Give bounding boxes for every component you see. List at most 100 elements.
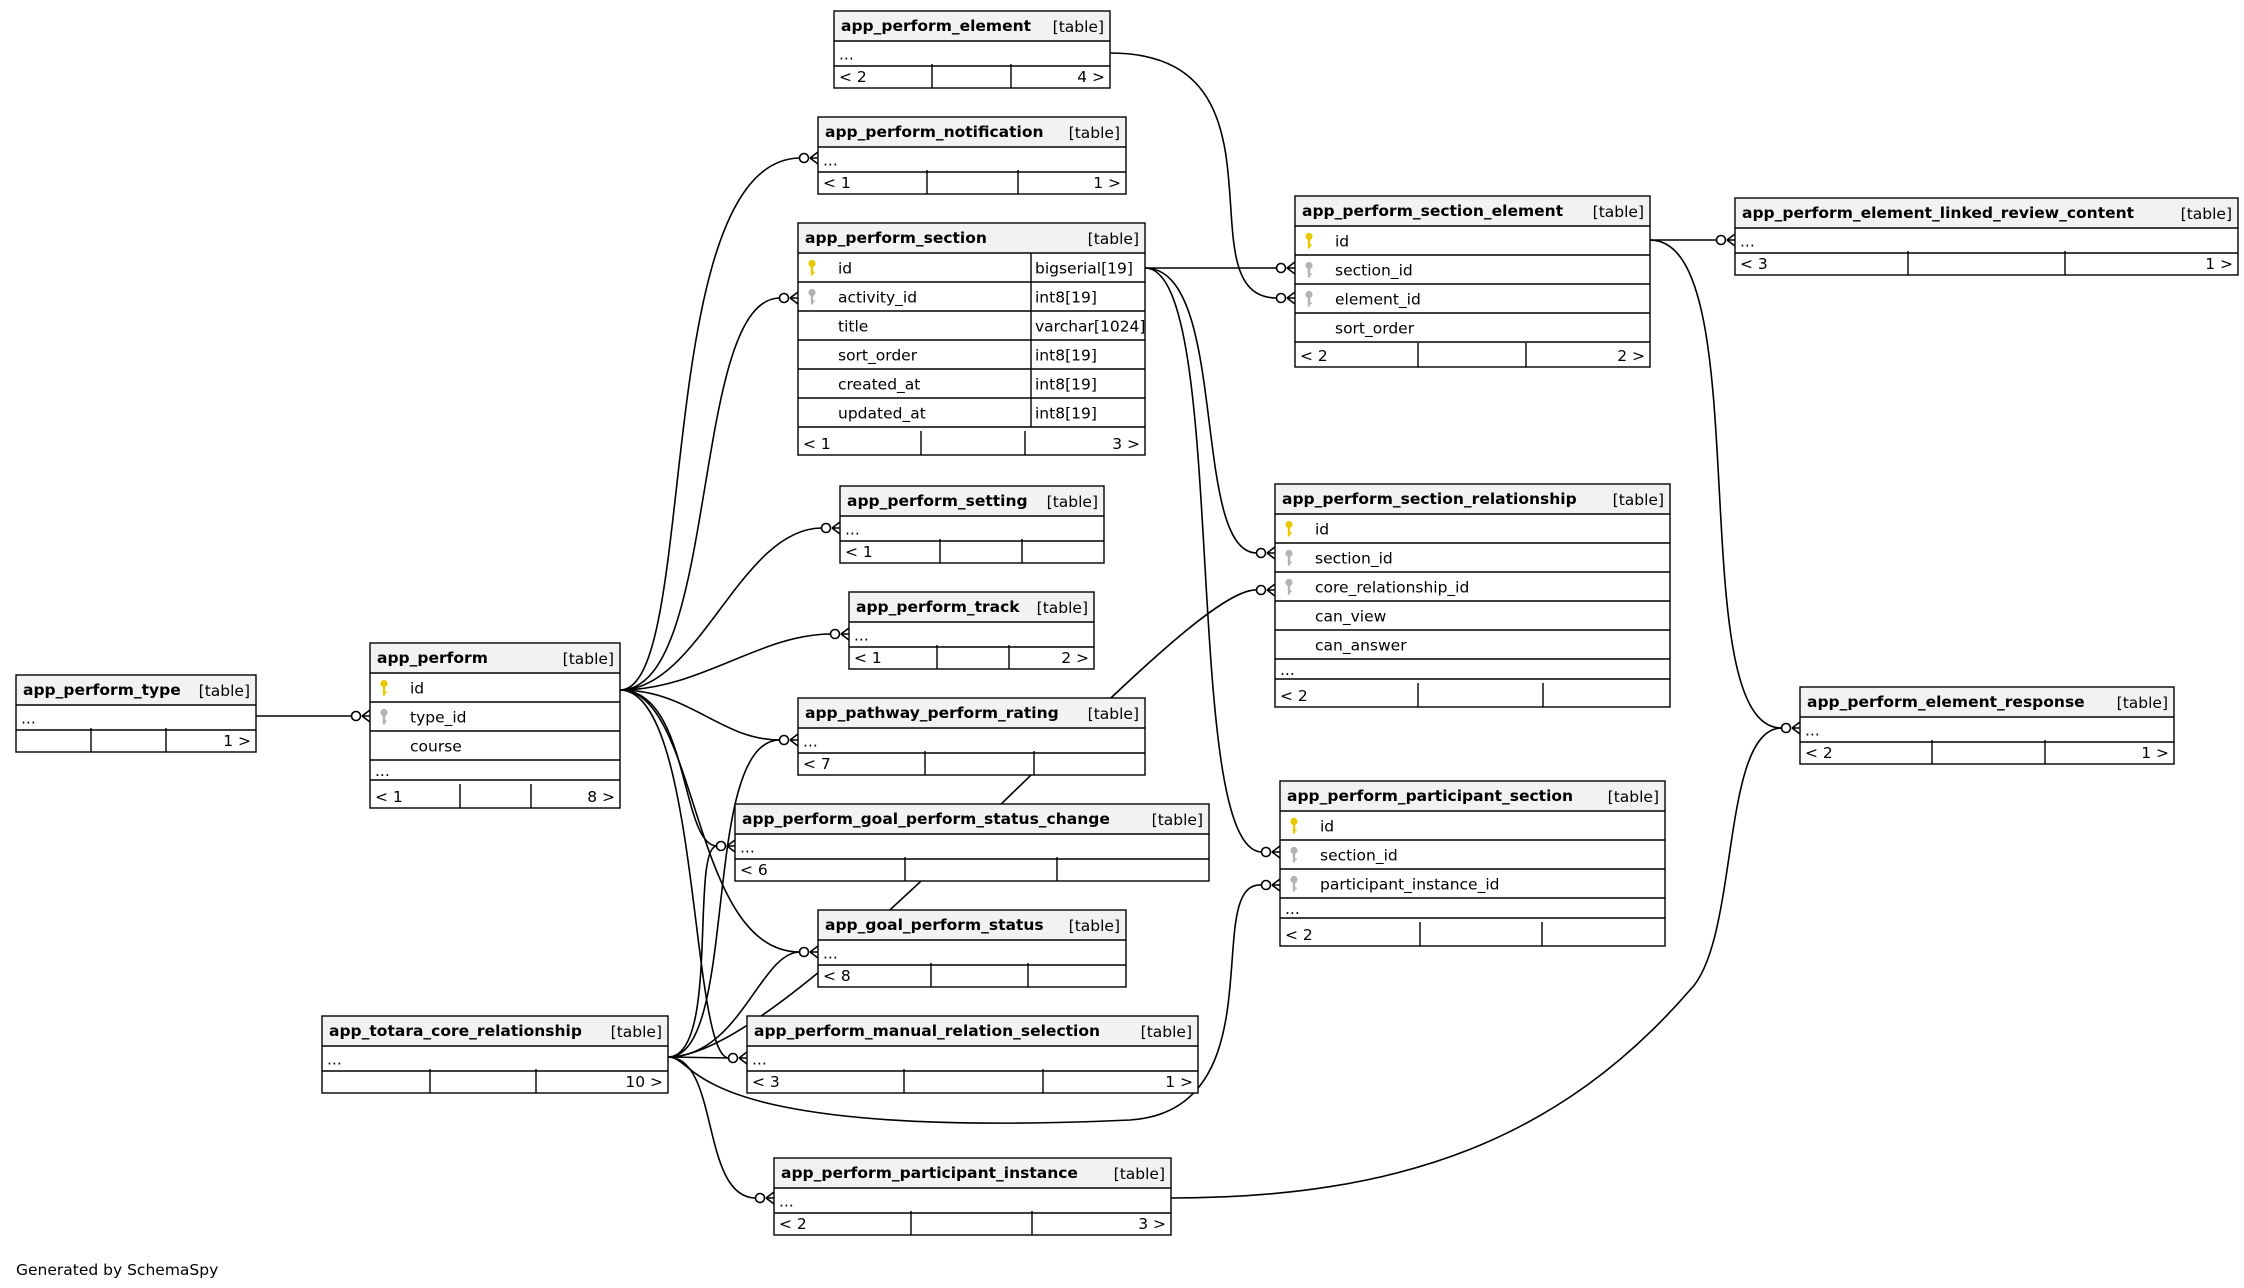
column-row[interactable]: participant_instance_id [1290,876,1499,895]
table-partinst[interactable]: app_perform_participant_instance[table].… [773,1157,1172,1236]
column-row[interactable]: section_id [1290,847,1398,866]
column-row[interactable]: ... [1280,661,1295,679]
nav-children-count[interactable]: 2 > [1061,649,1089,667]
column-row[interactable]: ... [740,839,755,857]
column-row[interactable]: ... [1740,233,1755,251]
nav-parents-count[interactable]: < 2 [779,1215,807,1233]
column-row[interactable]: sort_order [1335,320,1415,339]
column-row[interactable]: ... [823,945,838,963]
nav-parents-count[interactable]: < 7 [803,755,831,773]
column-row[interactable]: ... [779,1193,794,1211]
column-row[interactable]: ... [752,1051,767,1069]
nav-children-count[interactable]: 4 > [1077,68,1105,86]
nav-parents-count[interactable]: < 2 [1280,687,1308,705]
nav-children-count[interactable]: 1 > [2205,255,2233,273]
table-rating[interactable]: app_pathway_perform_rating[table]...< 7 [797,697,1146,776]
column-row[interactable]: id [1305,233,1349,251]
nav-children-count[interactable]: 10 > [625,1073,663,1091]
nav-children-count[interactable]: 1 > [223,732,251,750]
table-secelem[interactable]: app_perform_section_element[table]idsect… [1294,195,1651,368]
column-row[interactable]: section_id [1305,262,1413,281]
nav-parents-count[interactable]: < 6 [740,861,768,879]
table-name: app_perform_goal_perform_status_change [742,810,1110,828]
nav-parents-count[interactable]: < 2 [1300,347,1328,365]
column-row[interactable]: ... [823,152,838,170]
column-row[interactable]: section_id [1285,550,1393,569]
foreign-key-icon [808,288,816,305]
column-datatype: int8[19] [1035,347,1097,365]
table-response[interactable]: app_perform_element_response[table]...< … [1799,686,2175,765]
nav-parents-count[interactable]: < 1 [823,174,851,192]
nav-parents-count[interactable]: < 8 [823,967,851,985]
nav-parents-count[interactable]: < 2 [839,68,867,86]
nav-parents-count[interactable]: < 1 [375,788,403,806]
column-datatype: int8[19] [1035,405,1097,423]
nav-children-count[interactable]: 1 > [1165,1073,1193,1091]
table-secrel[interactable]: app_perform_section_relationship[table]i… [1274,483,1671,708]
nav-children-count[interactable]: 3 > [1112,435,1140,453]
nav-parents-count[interactable]: < 3 [752,1073,780,1091]
column-row[interactable]: can_view [1315,608,1387,627]
table-manualrel[interactable]: app_perform_manual_relation_selection[ta… [746,1015,1199,1094]
nav-parents-count[interactable]: < 3 [1740,255,1768,273]
edge-perform-notification [619,157,801,691]
table-header-fill [850,593,1093,621]
column-name: ... [854,627,869,645]
nav-parents-count[interactable]: < 1 [854,649,882,667]
column-row[interactable]: ... [845,521,860,539]
column-row[interactable]: ... [1805,722,1820,740]
nav-parents-count[interactable]: < 1 [845,543,873,561]
table-linked[interactable]: app_perform_element_linked_review_conten… [1734,197,2239,276]
table-statuschange[interactable]: app_perform_goal_perform_status_change[t… [734,803,1210,882]
nav-parents-count[interactable]: < 2 [1805,744,1833,762]
nav-children-count[interactable]: 1 > [1093,174,1121,192]
column-row[interactable]: element_id [1305,291,1421,310]
table-partsec[interactable]: app_perform_participant_section[table]id… [1279,780,1666,947]
column-row[interactable]: can_answer [1315,637,1407,656]
column-row[interactable]: core_relationship_id [1285,579,1469,598]
table-type-label: [table] [1608,788,1659,806]
column-row[interactable]: course [410,738,462,756]
nav-parents-count[interactable]: < 2 [1285,926,1313,944]
column-row[interactable]: ... [21,710,36,728]
column-row[interactable]: ... [803,733,818,751]
nav-children-count[interactable]: 1 > [2141,744,2169,762]
table-header-fill [1281,782,1664,810]
table-ptype[interactable]: app_perform_type[table]...1 > [15,674,257,753]
nav-children-count[interactable]: 3 > [1138,1215,1166,1233]
edge-perform-rating [619,689,781,741]
column-row[interactable]: ... [375,762,390,780]
table-type-label: [table] [2117,694,2168,712]
column-row[interactable]: id [1290,818,1334,836]
edge-element-secelem [1109,52,1278,299]
column-row[interactable]: id [380,680,424,698]
column-row[interactable]: id [1285,521,1329,539]
column-row[interactable]: ... [854,627,869,645]
column-row[interactable]: ... [839,46,854,64]
table-goalstatus[interactable]: app_goal_perform_status[table]...< 8 [817,909,1127,988]
table-corerel[interactable]: app_totara_core_relationship[table]...10… [321,1015,669,1094]
column-row[interactable]: type_id [380,709,467,728]
table-setting[interactable]: app_perform_setting[table]...< 1 [839,485,1105,564]
table-type-label: [table] [1069,124,1120,142]
column-name: participant_instance_id [1320,876,1499,895]
column-row[interactable]: ... [1285,900,1300,918]
nav-parents-count[interactable]: < 1 [803,435,831,453]
nav-children-count[interactable]: 8 > [587,788,615,806]
nav-children-count[interactable]: 2 > [1617,347,1645,365]
edge-end-manualrel [727,1051,748,1065]
column-row[interactable]: ... [327,1051,342,1069]
footer-generated-by: Generated by SchemaSpy [16,1261,218,1279]
